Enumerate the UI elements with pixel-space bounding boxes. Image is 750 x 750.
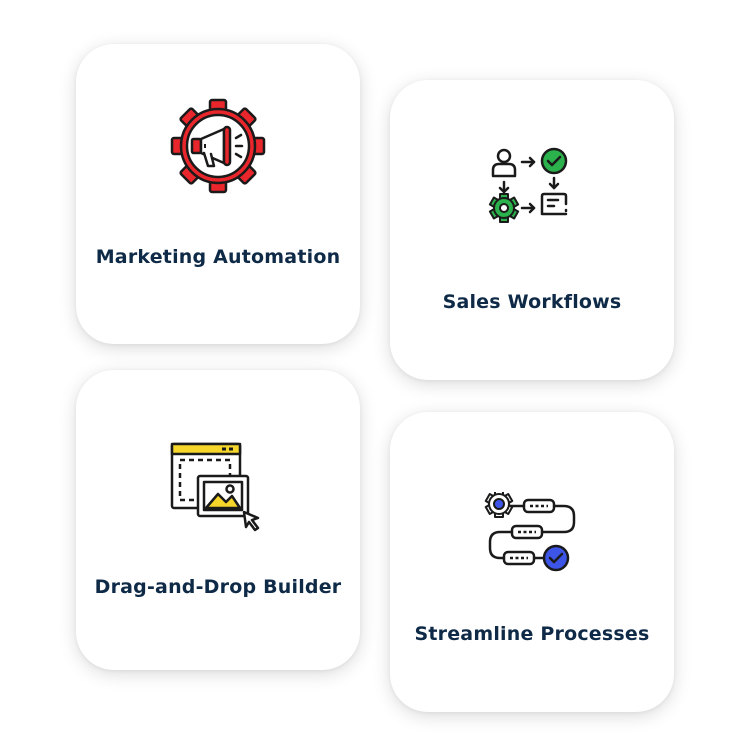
card-sales-workflows: Sales Workflows <box>390 80 674 380</box>
card-streamline-processes: Streamline Processes <box>390 412 674 712</box>
card-marketing-automation: Marketing Automation <box>76 44 360 344</box>
card-title: Sales Workflows <box>442 291 622 313</box>
card-drag-and-drop-builder: Drag-and-Drop Builder <box>76 370 360 670</box>
process-flow-icon <box>484 492 576 572</box>
drag-drop-window-icon <box>170 442 260 532</box>
card-title: Drag-and-Drop Builder <box>94 576 342 598</box>
workflow-icon <box>488 147 568 223</box>
megaphone-gear-icon <box>170 98 266 194</box>
card-title: Marketing Automation <box>95 246 341 268</box>
card-title: Streamline Processes <box>414 623 650 645</box>
